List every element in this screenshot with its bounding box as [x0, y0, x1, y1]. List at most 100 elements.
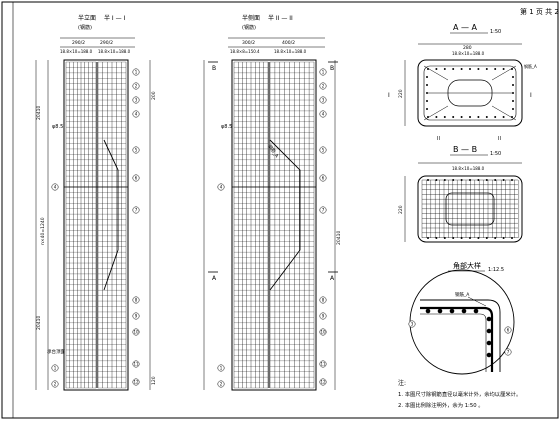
side-callout-circle	[319, 110, 327, 118]
section-bb-title: B — B	[453, 145, 477, 154]
detail-callout-circle	[504, 326, 512, 334]
section-bb-bar	[469, 237, 471, 239]
elevation-callout-circle	[51, 183, 59, 191]
section-aa-bar	[477, 116, 480, 118]
notes-heading: 注:	[398, 379, 406, 387]
section-aa-scale: 1:50	[490, 29, 501, 35]
elevation-callout-number: 4	[54, 185, 57, 190]
section-bb: B — B 1:50 18.8×10=188.0 220	[398, 145, 523, 243]
elevation-dim-a: 290/2	[72, 40, 85, 46]
side-callout-number: 12	[320, 380, 326, 385]
elevation-right-dim-200: 200	[151, 91, 157, 100]
elevation-callout-number: 10	[133, 330, 139, 335]
elevation-callout-number: 11	[133, 362, 139, 367]
side-callout-circle	[319, 378, 327, 386]
elevation-bent-bar	[103, 139, 119, 291]
section-bb-core	[445, 192, 495, 226]
elevation-callout-number: 1	[54, 366, 57, 371]
side-callout-circle	[217, 380, 225, 388]
detail-bars	[425, 308, 492, 358]
elevation-callout-circle	[132, 68, 140, 76]
section-bb-bar	[427, 179, 429, 181]
elevation-callout-circle	[132, 328, 140, 336]
section-bb-bar	[460, 179, 463, 181]
section-bb-bar	[502, 237, 505, 239]
side-callout-number: 6	[322, 176, 325, 181]
side-callout-circle	[217, 364, 225, 372]
section-aa-bar	[460, 68, 463, 70]
section-bb-bar	[494, 179, 497, 181]
section-aa-bar	[426, 76, 428, 78]
section-bb-bar	[443, 237, 446, 239]
side-sub-left: (钢筋)	[242, 24, 256, 31]
side-callout-number: 9	[322, 314, 325, 319]
section-aa-bar	[435, 116, 438, 118]
detail-bar	[461, 308, 467, 314]
side-callout-circle	[319, 312, 327, 320]
elevation-sub-left: (钢筋)	[78, 24, 92, 31]
section-bb-bar	[485, 237, 488, 239]
elevation-callout-number: 8	[135, 298, 138, 303]
side-callout-number: 2	[322, 84, 325, 89]
section-aa-bar	[426, 100, 428, 102]
detail-callout-circle	[408, 320, 416, 328]
section-bb-bars	[427, 179, 513, 239]
notes-line-1: 1. 本图尺寸除钢筋直径以毫米计外，余均以厘米计。	[398, 390, 521, 398]
section-aa-bar	[469, 116, 471, 118]
elevation-pier-outline	[63, 59, 129, 391]
elevation-header-right: 半 I — I	[104, 14, 125, 22]
section-aa-bar	[511, 116, 513, 118]
section-bb-bar	[502, 179, 505, 181]
detail-bar	[486, 340, 492, 346]
elevation-callout-number: 2	[135, 84, 138, 89]
side-dim-c: 18.8×8=150.4	[230, 49, 260, 54]
section-aa-bar	[426, 84, 428, 86]
detail-label: 钢筋_A	[455, 291, 470, 298]
section-bb-bar	[485, 179, 488, 181]
side-diagonal-label: 钢筋_A	[266, 143, 280, 160]
side-ring-label: φ8.5	[221, 124, 232, 130]
section-aa-bar	[512, 84, 514, 86]
elevation-dim-d: 18.8×10=188.0	[98, 49, 131, 54]
section-aa-bar	[502, 116, 505, 118]
section-aa-outline	[417, 59, 523, 127]
section-bb-bar	[435, 237, 438, 239]
section-bb-bar	[460, 237, 463, 239]
detail-circle	[409, 269, 515, 375]
elevation-callout-circle	[51, 364, 59, 372]
detail-label-leader	[467, 296, 487, 307]
elevation-callout-number: 9	[135, 314, 138, 319]
side-header-right: 半 II — II	[268, 14, 293, 22]
side-callout-number: 5	[322, 148, 325, 153]
elevation-callout-circle	[132, 146, 140, 154]
section-bb-bar	[477, 237, 480, 239]
section-bb-stirrup-pattern	[421, 179, 519, 238]
section-aa: A — A 1:50 280 18.8×10=188.0 钢筋_A 220 I …	[388, 23, 537, 142]
detail-bar	[473, 308, 479, 314]
section-aa-bars	[426, 68, 514, 118]
side-callout-number: 11	[320, 362, 326, 367]
elevation-callout-number: 5	[135, 148, 138, 153]
side-mark-A-left: A	[212, 275, 217, 282]
side-dim-b: 400/2	[282, 40, 295, 46]
elevation-dim-b: 290/2	[100, 40, 113, 46]
section-aa-bar	[512, 100, 514, 102]
section-aa-bar	[426, 92, 428, 94]
detail-title: 角部大样	[453, 261, 481, 270]
detail-callout-circle	[504, 348, 512, 356]
elevation-callout-number: 3	[135, 98, 138, 103]
section-aa-bar	[435, 68, 438, 70]
side-mark-B-right: B	[330, 65, 334, 72]
elevation-view: 半立面 半 I — I (钢筋) 290/2 290/2 18.8×10=188…	[35, 14, 157, 391]
side-callout-number: 10	[320, 330, 326, 335]
section-aa-bar	[443, 68, 446, 70]
side-view: 半侧面 半 II — II (钢筋) 300/2 400/2 18.8×8=15…	[203, 14, 342, 391]
section-aa-bar	[460, 116, 463, 118]
detail-callout-number: 3	[411, 322, 414, 327]
side-callout-circle	[319, 328, 327, 336]
elevation-rebar-grid	[64, 61, 128, 389]
